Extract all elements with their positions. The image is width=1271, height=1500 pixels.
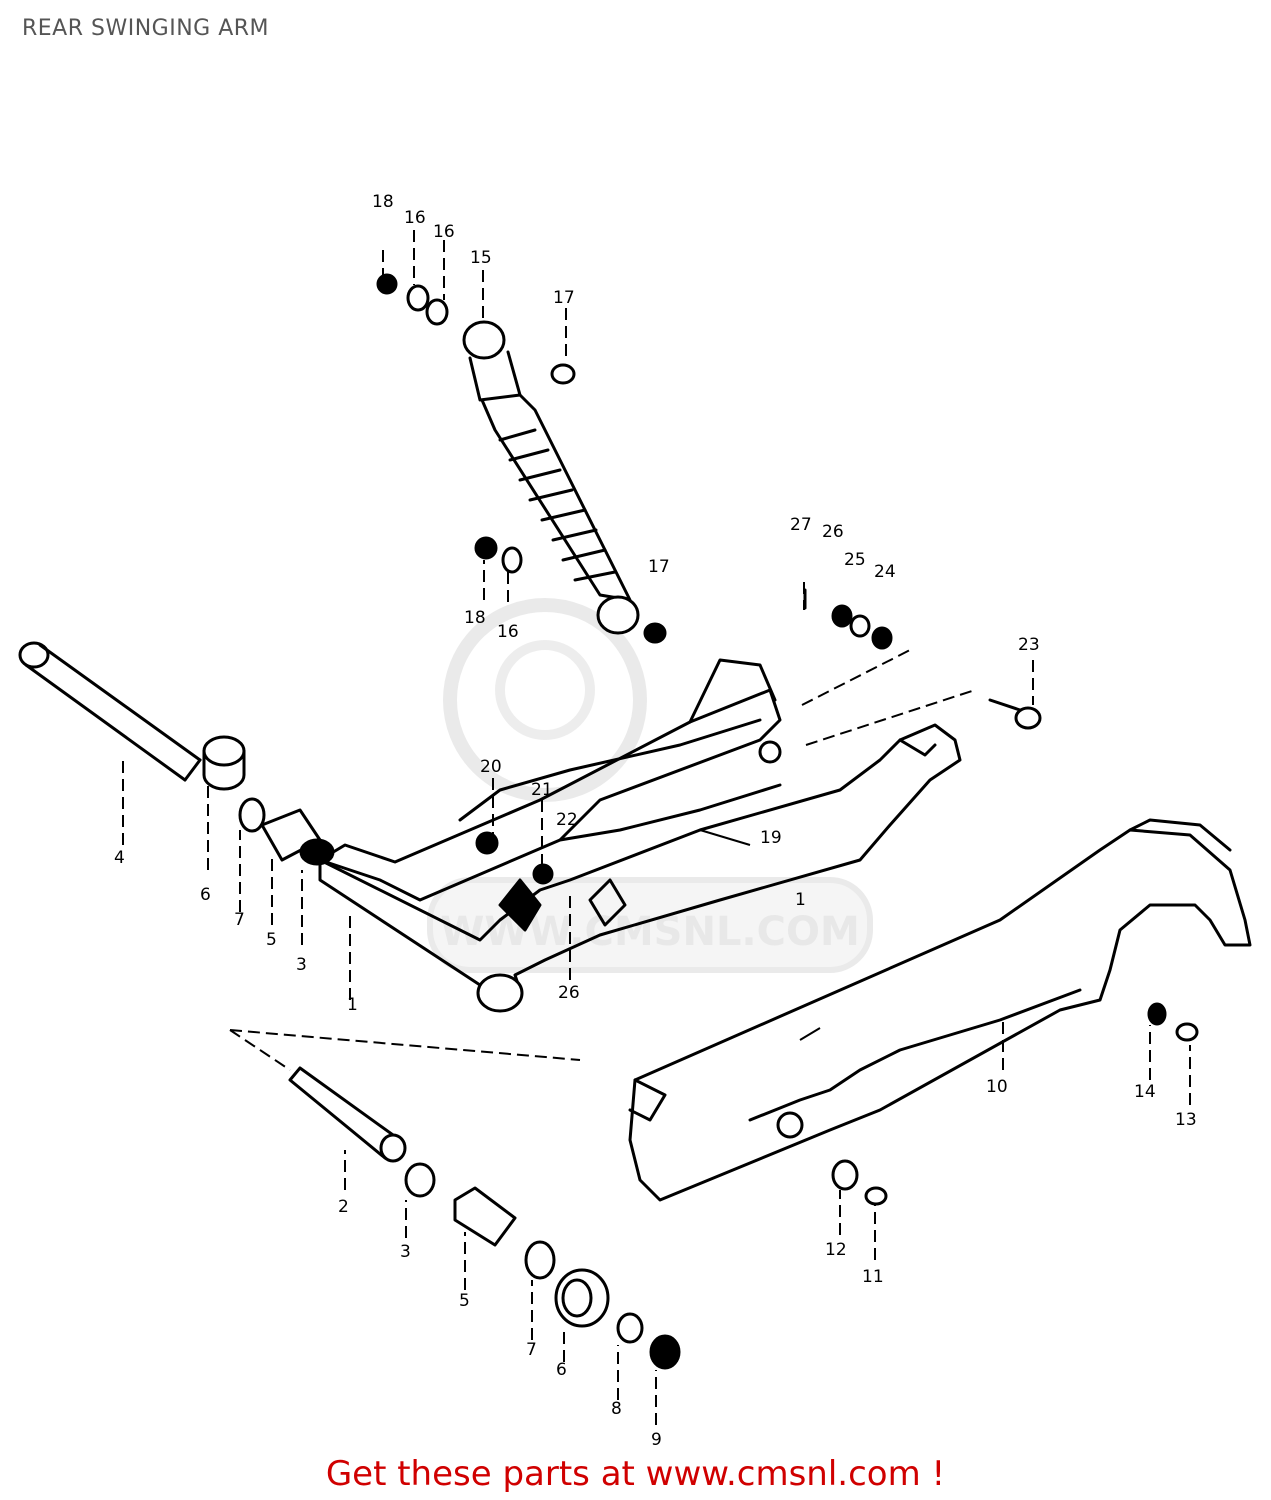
callout-26a: 26 xyxy=(822,522,844,542)
callout-22: 22 xyxy=(556,810,578,830)
callout-12: 12 xyxy=(825,1240,847,1260)
spacer-5-part xyxy=(453,1186,517,1247)
washer-12-part xyxy=(831,1159,859,1191)
callout-2: 2 xyxy=(338,1197,349,1217)
nut-24-part xyxy=(871,626,893,650)
callout-labels: 1 1 2 3 3 4 5 5 6 6 7 7 8 9 10 11 12 13 … xyxy=(114,192,1197,1450)
swinging-arm-part xyxy=(318,658,962,1013)
callout-9: 9 xyxy=(651,1430,662,1450)
shaft-2-part xyxy=(288,1066,407,1163)
leader-arrows xyxy=(699,829,821,1041)
callout-16b: 16 xyxy=(433,222,455,242)
callout-17b: 17 xyxy=(648,557,670,577)
callout-20: 20 xyxy=(480,757,502,777)
callout-16a: 16 xyxy=(404,208,426,228)
callout-17a: 17 xyxy=(553,288,575,308)
footer-link[interactable]: Get these parts at www.cmsnl.com ! xyxy=(325,1454,946,1494)
leader-lines xyxy=(122,230,1191,1425)
callout-18a: 18 xyxy=(372,192,394,212)
bush-6-part xyxy=(554,1268,610,1328)
callout-1b: 1 xyxy=(347,995,358,1015)
spacer-upper-part xyxy=(260,808,335,866)
screw-13-part xyxy=(1175,1022,1199,1042)
callout-23: 23 xyxy=(1018,635,1040,655)
chain-case-part xyxy=(628,818,1252,1202)
washer-14-part xyxy=(1147,1002,1167,1026)
callout-7a: 7 xyxy=(234,910,245,930)
callout-26b: 26 xyxy=(558,983,580,1003)
callout-6b: 6 xyxy=(556,1360,567,1380)
callout-15: 15 xyxy=(470,248,492,268)
page-title: REAR SWINGING ARM xyxy=(22,16,270,41)
callout-8: 8 xyxy=(611,1399,622,1419)
washer-8-part xyxy=(616,1312,644,1344)
washer-upper-part xyxy=(238,797,266,833)
callout-5a: 5 xyxy=(266,930,277,950)
shock-absorber-part xyxy=(462,320,640,635)
nut-18b-part xyxy=(474,536,498,560)
washer-7-part xyxy=(524,1240,556,1280)
callout-13: 13 xyxy=(1175,1110,1197,1130)
washer-25-part xyxy=(849,614,871,638)
callout-11: 11 xyxy=(862,1267,884,1287)
nut-18a-part xyxy=(376,273,398,295)
bolt-23-part xyxy=(988,698,1042,730)
callout-24: 24 xyxy=(874,562,896,582)
screw-11-part xyxy=(864,1186,888,1206)
watermark: WWW.CMSNL.COM xyxy=(427,598,873,973)
callout-14: 14 xyxy=(1134,1082,1156,1102)
callout-6a: 6 xyxy=(200,885,211,905)
callout-10: 10 xyxy=(986,1077,1008,1097)
callout-3b: 3 xyxy=(400,1242,411,1262)
callout-19: 19 xyxy=(760,828,782,848)
washer-26-part xyxy=(831,604,853,628)
callout-16c: 16 xyxy=(497,622,519,642)
callout-7b: 7 xyxy=(526,1340,537,1360)
washer-17a-part xyxy=(550,363,576,385)
callout-21: 21 xyxy=(531,780,553,800)
callout-27: 27 xyxy=(790,515,812,535)
callout-18b: 18 xyxy=(464,608,486,628)
callout-3a: 3 xyxy=(296,955,307,975)
nut-9-part xyxy=(649,1334,681,1370)
washer-16b-part xyxy=(425,298,449,326)
pivot-shaft-part xyxy=(18,641,202,782)
washer-16c-part xyxy=(501,546,523,574)
washer-17b-part xyxy=(643,622,667,644)
callout-1a: 1 xyxy=(795,890,806,910)
bush-upper-part xyxy=(202,735,246,791)
callout-25: 25 xyxy=(844,550,866,570)
callout-4: 4 xyxy=(114,848,125,868)
bearing-3-part xyxy=(404,1162,436,1198)
washer-16a-part xyxy=(406,284,430,312)
callout-5b: 5 xyxy=(459,1291,470,1311)
